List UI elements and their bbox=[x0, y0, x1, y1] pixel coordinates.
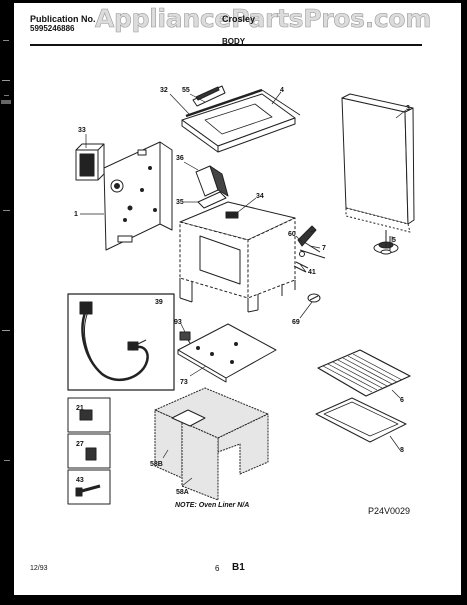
callout-8: 8 bbox=[400, 447, 404, 454]
scanner-edge bbox=[0, 0, 14, 600]
part-inset-27 bbox=[67, 433, 111, 469]
part-power-cord bbox=[67, 293, 175, 391]
callout-4: 4 bbox=[280, 87, 284, 94]
part-vent-duct bbox=[195, 165, 229, 209]
watermark: AppliancePartsPros.com bbox=[95, 4, 432, 34]
part-top-panel bbox=[181, 88, 301, 153]
callout-35: 35 bbox=[176, 199, 184, 206]
publication-number: 5995246886 bbox=[30, 24, 75, 33]
part-terminal-block bbox=[75, 143, 105, 181]
part-oven-body bbox=[179, 201, 296, 313]
callout-32: 32 bbox=[160, 87, 168, 94]
header-rule bbox=[30, 44, 422, 46]
part-leveling-leg bbox=[373, 230, 399, 255]
part-leveling-foot bbox=[307, 293, 321, 303]
section-title: BODY bbox=[222, 37, 246, 46]
callout-33: 33 bbox=[78, 127, 86, 134]
brand-name: Crosley bbox=[222, 14, 256, 24]
publication-label: Publication No. bbox=[30, 14, 96, 24]
callout-58A: 58A bbox=[176, 489, 189, 496]
callout-36: 36 bbox=[176, 155, 184, 162]
callout-60: 60 bbox=[288, 231, 296, 238]
callout-58B: 58B bbox=[150, 461, 163, 468]
part-vent-bracket bbox=[192, 85, 226, 107]
footer-page-number: 6 bbox=[215, 564, 220, 573]
callout-39: 39 bbox=[155, 299, 163, 306]
callout-27: 27 bbox=[76, 441, 84, 448]
part-back-panel bbox=[103, 141, 173, 251]
part-broiler-pan bbox=[315, 397, 407, 443]
callout-69: 69 bbox=[292, 319, 300, 326]
callout-34: 34 bbox=[256, 193, 264, 200]
callout-93: 93 bbox=[174, 319, 182, 326]
part-side-panel bbox=[341, 93, 415, 233]
part-oven-rack bbox=[317, 349, 411, 397]
callout-5: 5 bbox=[392, 237, 396, 244]
callout-3: 3 bbox=[406, 105, 410, 112]
diagram-code: P24V0029 bbox=[368, 506, 411, 516]
part-door-lock bbox=[297, 225, 326, 259]
callouts: 32 55 4 3 33 36 35 34 1 60 7 5 41 39 93 … bbox=[74, 87, 410, 496]
part-clip bbox=[293, 261, 309, 273]
part-inset-21 bbox=[67, 397, 111, 433]
callout-6: 6 bbox=[400, 397, 404, 404]
callout-73: 73 bbox=[180, 379, 188, 386]
footer-date: 12/93 bbox=[30, 565, 48, 572]
callout-41: 41 bbox=[308, 269, 316, 276]
callout-55: 55 bbox=[182, 87, 190, 94]
part-bottom-panel bbox=[177, 323, 277, 383]
callout-21: 21 bbox=[76, 405, 84, 412]
leader-lines bbox=[80, 91, 407, 487]
callout-7: 7 bbox=[322, 245, 326, 252]
part-insulation bbox=[154, 387, 269, 501]
part-inset-43 bbox=[67, 469, 111, 505]
footer-page-code: B1 bbox=[232, 562, 245, 573]
note-text: NOTE: Oven Liner N/A bbox=[175, 502, 250, 509]
callout-1: 1 bbox=[74, 211, 78, 218]
callout-43: 43 bbox=[76, 477, 84, 484]
